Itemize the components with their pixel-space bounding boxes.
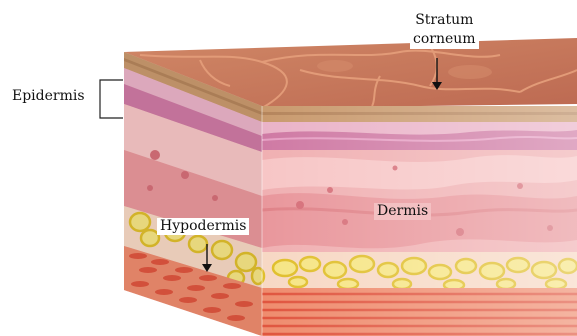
dermis-label: Dermis bbox=[374, 203, 431, 220]
hypodermis-label: Hypodermis bbox=[157, 218, 249, 235]
front-face bbox=[262, 106, 577, 336]
stratum-corneum-label-line1: Stratum bbox=[413, 11, 476, 30]
epidermis-label: Epidermis bbox=[12, 88, 85, 105]
stratum-corneum-label: Stratum corneum bbox=[410, 11, 479, 49]
stratum-corneum-label-line2: corneum bbox=[413, 30, 476, 49]
epidermis-bracket bbox=[100, 80, 123, 118]
